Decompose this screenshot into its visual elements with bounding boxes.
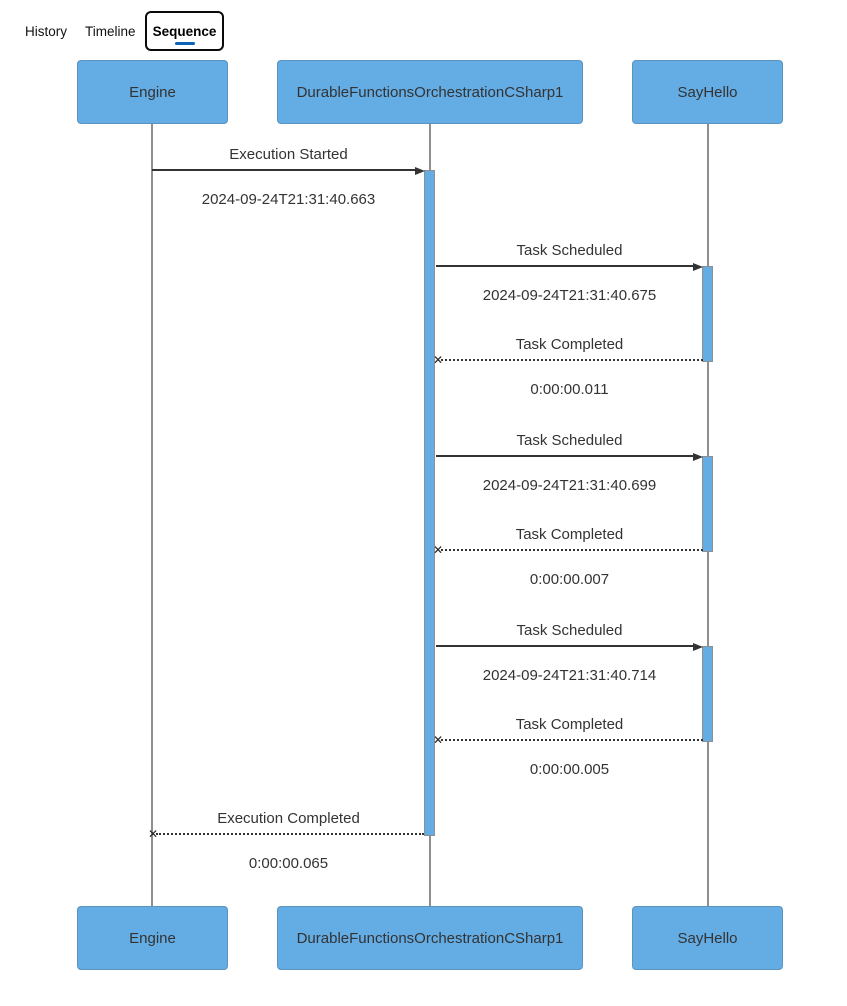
- message-duration: 0:00:00.005: [529, 761, 610, 778]
- actor-bottom-orchestration: DurableFunctionsOrchestrationCSharp1: [277, 906, 583, 970]
- actor-label: Engine: [129, 929, 176, 947]
- active-tab-underline: [174, 42, 195, 45]
- message-timestamp: 2024-09-24T21:31:40.663: [201, 191, 376, 208]
- message-arrow: [436, 263, 703, 271]
- arrowhead-icon: [693, 263, 703, 271]
- message-duration: 0:00:00.065: [248, 855, 329, 872]
- activation-bar-orchestration: [424, 170, 435, 836]
- actor-top-engine: Engine: [77, 60, 228, 124]
- cross-arrowhead-icon: ✕: [433, 353, 444, 367]
- actor-label: DurableFunctionsOrchestrationCSharp1: [296, 929, 564, 947]
- message-arrow: ✕: [433, 543, 703, 557]
- actor-top-sayhello: SayHello: [632, 60, 783, 124]
- message-arrow: ✕: [433, 733, 703, 747]
- lifeline-engine: [151, 124, 153, 906]
- tab-timeline[interactable]: Timeline: [85, 24, 136, 39]
- actor-label: SayHello: [677, 929, 738, 947]
- message-arrow: [152, 167, 425, 175]
- message-arrow: [436, 643, 703, 651]
- message-arrow: ✕: [148, 827, 424, 841]
- message-arrow: ✕: [433, 353, 703, 367]
- message-duration: 0:00:00.007: [529, 571, 610, 588]
- cross-arrowhead-icon: ✕: [433, 733, 444, 747]
- message-duration: 0:00:00.011: [530, 381, 609, 398]
- message-label: Task Completed: [515, 716, 624, 733]
- message-label: Execution Started: [229, 146, 348, 163]
- activation-bar-sayhello-1: [702, 266, 713, 362]
- actor-bottom-sayhello: SayHello: [632, 906, 783, 970]
- message-timestamp: 2024-09-24T21:31:40.699: [482, 477, 657, 494]
- arrowhead-icon: [415, 167, 425, 175]
- message-label: Task Scheduled: [516, 622, 623, 639]
- message-label: Execution Completed: [217, 810, 360, 827]
- actor-label: Engine: [129, 83, 176, 101]
- actor-bottom-engine: Engine: [77, 906, 228, 970]
- activation-bar-sayhello-3: [702, 646, 713, 742]
- message-label: Task Completed: [515, 526, 624, 543]
- tab-sequence[interactable]: Sequence: [145, 11, 224, 51]
- message-timestamp: 2024-09-24T21:31:40.675: [482, 287, 657, 304]
- cross-arrowhead-icon: ✕: [433, 543, 444, 557]
- activation-bar-sayhello-2: [702, 456, 713, 552]
- tab-sequence-label: Sequence: [152, 23, 217, 39]
- actor-label: SayHello: [677, 83, 738, 101]
- arrowhead-icon: [693, 643, 703, 651]
- message-label: Task Scheduled: [516, 432, 623, 449]
- message-timestamp: 2024-09-24T21:31:40.714: [482, 667, 657, 684]
- cross-arrowhead-icon: ✕: [148, 827, 159, 841]
- arrowhead-icon: [693, 453, 703, 461]
- message-label: Task Scheduled: [516, 242, 623, 259]
- message-label: Task Completed: [515, 336, 624, 353]
- actor-label: DurableFunctionsOrchestrationCSharp1: [296, 83, 564, 101]
- actor-top-orchestration: DurableFunctionsOrchestrationCSharp1: [277, 60, 583, 124]
- message-arrow: [436, 453, 703, 461]
- tab-history[interactable]: History: [25, 24, 68, 39]
